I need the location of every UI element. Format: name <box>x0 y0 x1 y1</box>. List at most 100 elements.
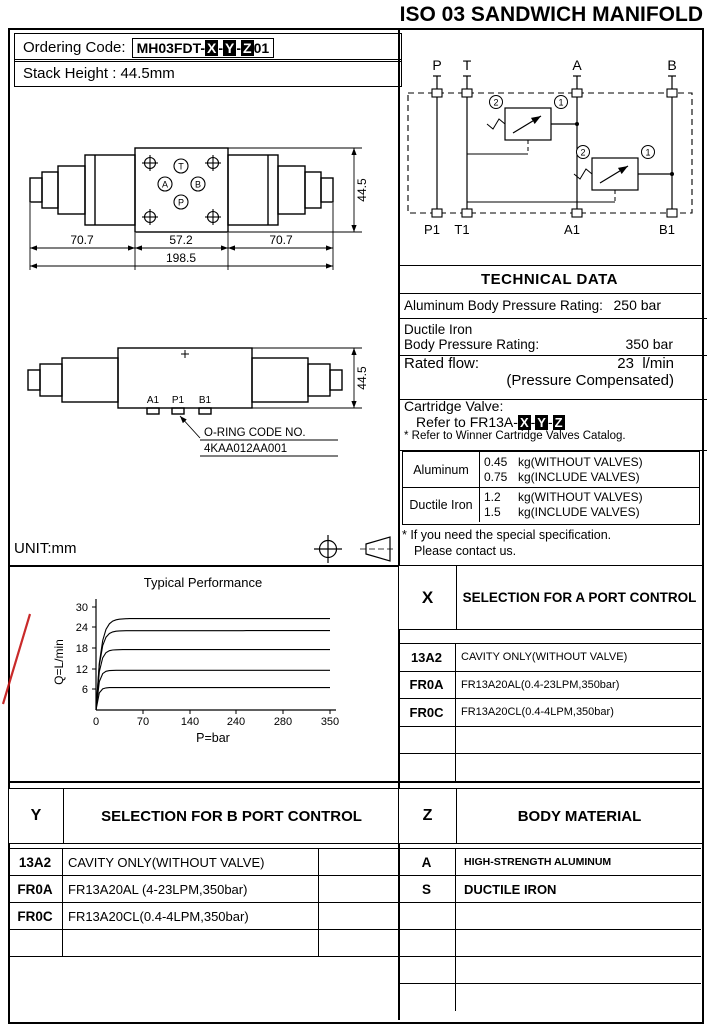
material-description: DUCTILE IRON <box>464 881 557 897</box>
option-code: FR0C <box>8 903 63 929</box>
port-label-p: P <box>178 198 184 208</box>
cartridge-y-placeholder: Y <box>535 415 548 430</box>
weight-value: 0.75 <box>484 469 508 484</box>
front-body-outline <box>27 347 343 415</box>
material-code <box>398 903 456 929</box>
schematic-port-a: A <box>572 57 582 73</box>
note-line-2: Please contact us. <box>414 544 517 558</box>
performance-curve-setting-23-lpm <box>95 630 330 711</box>
x-tick-label: 350 <box>321 716 339 728</box>
valve-b-number-left: 2 <box>580 148 585 158</box>
performance-curve-setting-17-lpm <box>95 649 330 711</box>
stack-height-box: Stack Height : 44.5mm <box>14 59 402 87</box>
option-description: FR13A20CL(0.4-4LPM,350bar) <box>63 903 319 929</box>
ductile-rating-label-line1: Ductile Iron <box>404 322 473 337</box>
cartridge-sep: - <box>530 414 536 430</box>
weight-value: 1.5 <box>484 505 501 519</box>
y-table-code: Y <box>9 789 64 843</box>
special-specification-note: * If you need the special specification.… <box>402 527 611 559</box>
performance-curve-setting-27-lpm <box>95 618 330 711</box>
x-tick-label: 0 <box>93 716 99 728</box>
x-tick-label: 280 <box>274 716 292 728</box>
material-description: HIGH-STRENGTH ALUMINUM <box>464 856 612 868</box>
table-row <box>398 754 701 782</box>
note-line-1: * If you need the special specification. <box>402 528 612 542</box>
material-code <box>398 957 456 983</box>
valve-b-number-right: 1 <box>645 148 650 158</box>
rated-flow-unit: l/min <box>642 355 674 372</box>
center-mark <box>181 350 189 358</box>
code-sep: - <box>236 39 242 56</box>
y-table-header: Y SELECTION FOR B PORT CONTROL <box>8 788 400 844</box>
dim-total: 198.5 <box>166 251 196 265</box>
port-label-p1: P1 <box>172 395 185 406</box>
schematic-port-p: P <box>432 57 441 73</box>
technical-data-title: TECHNICAL DATA <box>398 265 701 294</box>
option-description: FR13A20CL(0.4-4LPM,350bar) <box>461 706 614 719</box>
empty-cell <box>319 849 398 875</box>
schematic-bottom-port-labels: P1 T1 A1 B1 <box>424 222 675 237</box>
chart-title: Typical Performance <box>143 575 263 590</box>
code-suffix: 01 <box>253 39 270 56</box>
code-prefix: MH03FDT- <box>136 39 206 56</box>
material-description <box>456 903 701 929</box>
performance-curve-setting-11-lpm <box>95 669 330 711</box>
option-code: FR0A <box>398 671 456 699</box>
option-code: 13A2 <box>8 849 63 875</box>
x-tick-label: 140 <box>181 716 199 728</box>
performance-curve-setting-6-lpm <box>95 687 330 711</box>
cartridge-reference: Refer to FR13A-X-Y-Z <box>404 414 707 430</box>
schematic-port-b1: B1 <box>659 222 675 237</box>
aluminum-rating-row: Aluminum Body Pressure Rating: 250 bar <box>398 292 707 319</box>
chart-axes <box>95 599 336 711</box>
oring-code-value: 4KAA012AA001 <box>204 443 287 455</box>
chart-plot-area: 30 24 18 12 6 0 70 140 240 280 350 P=bar <box>76 599 339 745</box>
dim-right: 70.7 <box>269 233 293 247</box>
option-description: CAVITY ONLY(WITHOUT VALVE) <box>63 849 319 875</box>
port-label-t: T <box>178 162 184 172</box>
material-code: S <box>398 876 456 902</box>
code-x-placeholder: X <box>205 39 219 56</box>
z-table-code: Z <box>399 789 457 843</box>
table-row <box>398 984 701 1011</box>
material-description <box>456 957 701 983</box>
ductile-rating-row: Ductile Iron Body Pressure Rating: 350 b… <box>398 318 707 356</box>
material-code <box>398 930 456 956</box>
schematic-port-t: T <box>463 57 472 73</box>
performance-chart: Typical Performance Q=L/min 30 24 18 12 … <box>8 567 398 779</box>
section-divider-bottom <box>8 781 700 783</box>
code-sep: - <box>218 39 224 56</box>
schematic-top-port-labels: P T A B <box>432 57 676 73</box>
option-code <box>398 754 456 782</box>
schematic-port-a1: A1 <box>564 222 580 237</box>
ordering-code-label: Ordering Code: <box>23 39 126 56</box>
page-border <box>8 28 704 1024</box>
table-row: FR0A FR13A20AL(0.4-23LPM,350bar) <box>398 671 701 700</box>
option-description: FR13A20AL(0.4-23LPM,350bar) <box>461 678 620 691</box>
ductile-rating-label: Ductile Iron Body Pressure Rating: <box>404 322 539 352</box>
y-tick-label: 24 <box>76 622 88 634</box>
cartridge-x-placeholder: X <box>517 415 531 430</box>
material-code <box>398 984 456 1011</box>
ductile-rating-value: 350 bar <box>625 336 673 352</box>
y-tick-label: 18 <box>76 643 88 655</box>
chart-ticks <box>92 606 331 714</box>
option-description <box>456 754 701 782</box>
schematic-port-b: B <box>667 57 676 73</box>
code-y-placeholder: Y <box>223 39 237 56</box>
option-description <box>456 727 701 754</box>
ductile-rating-label-line2: Body Pressure Rating: <box>404 337 540 352</box>
schematic-port-t1: T1 <box>454 222 469 237</box>
